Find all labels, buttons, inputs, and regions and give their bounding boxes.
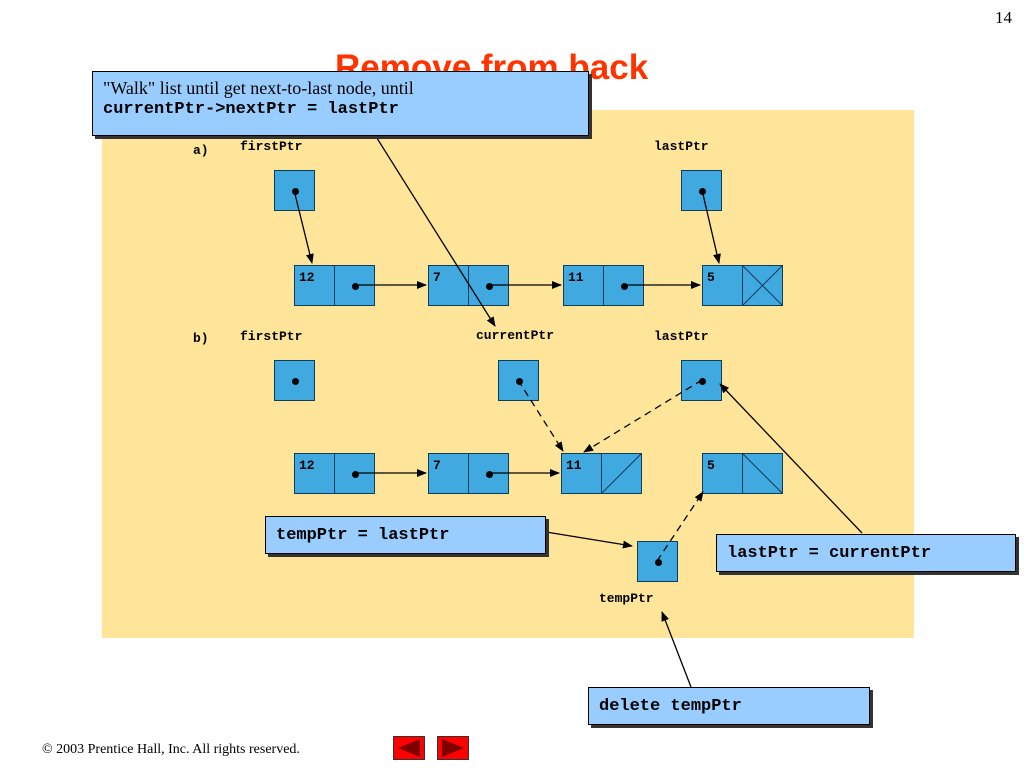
page-number: 14 [995,8,1012,27]
node-b-3-value: 11 [566,458,582,473]
arrow-first-a [293,189,314,264]
last-ptr-label-b: lastPtr [654,329,709,344]
copyright-text: 2003 Prentice Hall, Inc. All rights rese… [52,742,300,757]
arrow-right-icon [442,739,464,757]
walk-callout-text: "Walk" list until get next-to-last node,… [103,78,414,98]
temp-assign-callout: tempPtr = lastPtr [265,516,546,554]
node-a-2-data: 7 [428,265,469,306]
node-b-4-null [742,453,783,494]
first-ptr-label-b: firstPtr [240,329,303,344]
node-b-4-value: 5 [707,458,715,473]
arrow-temp-callout [545,531,633,549]
arrow-current-dashed [517,379,564,452]
node-a-1-value: 12 [299,270,315,285]
node-a-3-data: 11 [563,265,604,306]
node-b-3-data: 11 [561,453,602,494]
node-a-4-data: 5 [702,265,743,306]
node-a-3-value: 11 [568,270,584,285]
node-b-1-value: 12 [299,458,315,473]
temp-ptr-label: tempPtr [599,591,654,606]
null-slash-icon [602,454,641,493]
delete-callout: delete tempPtr [588,687,870,725]
arrow-last-dashed [583,379,703,453]
arrow-delete-callout [661,611,692,688]
null-x-icon [743,266,782,305]
last-ptr-label-a: lastPtr [654,139,709,154]
node-b-2-data: 7 [428,453,469,494]
null-backslash-icon [743,454,782,493]
temp-ptr-box [637,541,678,582]
part-a-label: a) [193,143,209,158]
next-slide-button[interactable] [437,736,469,760]
last-assign-code: lastPtr = currentPtr [727,544,932,563]
arrow-last-callout [719,383,863,534]
node-b-3-null [601,453,642,494]
node-b-2-value: 7 [433,458,441,473]
node-a-4-null [742,265,783,306]
delete-code: delete tempPtr [599,697,742,716]
arrow-last-a [701,189,721,264]
copyright-symbol: © [42,742,53,757]
temp-assign-code: tempPtr = lastPtr [276,526,450,545]
node-b-1-data: 12 [294,453,335,494]
first-ptr-label-a: firstPtr [240,139,303,154]
node-a-4-value: 5 [707,270,715,285]
node-a-2-value: 7 [433,270,441,285]
last-assign-callout: lastPtr = currentPtr [716,534,1016,572]
copyright-footer: © 2003 Prentice Hall, Inc. All rights re… [42,742,300,758]
walk-callout: "Walk" list until get next-to-last node,… [92,71,589,136]
first-ptr-box-b [274,360,315,401]
part-b-label: b) [193,331,209,346]
arrow-walk-callout [374,134,496,327]
arrow-left-icon [398,739,420,757]
walk-callout-code: currentPtr->nextPtr = lastPtr [103,100,399,119]
node-a-1-data: 12 [294,265,335,306]
current-ptr-label: currentPtr [476,328,555,343]
prev-slide-button[interactable] [393,736,425,760]
arrow-temp-dashed [656,491,704,562]
